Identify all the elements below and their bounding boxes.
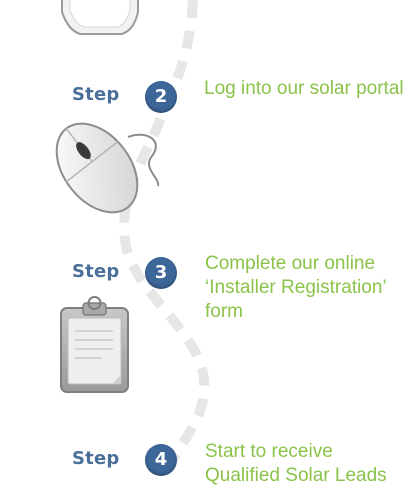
step-4-line-1: Start to receive xyxy=(205,441,333,462)
step-4-description: Start to receive Qualified Solar Leads xyxy=(205,440,387,488)
clipboard-icon xyxy=(60,296,129,393)
mouse-icon xyxy=(55,122,160,214)
step-3-line-1: Complete our online xyxy=(205,253,376,274)
step-3-description: Complete our online ‘Installer Registrat… xyxy=(205,252,387,324)
step-3-line-2: ‘Installer Registration’ xyxy=(205,277,387,298)
step-4-badge: 4 xyxy=(145,444,177,476)
step-3-badge: 3 xyxy=(145,257,177,289)
step-2-label: Step xyxy=(72,84,120,105)
step-4-line-2: Qualified Solar Leads xyxy=(205,465,387,486)
step-2-line-1: Log into our solar portal xyxy=(204,78,404,99)
step-4-label: Step xyxy=(72,448,120,469)
step-3-label: Step xyxy=(72,261,120,282)
shield-icon xyxy=(61,0,139,35)
dashed-path xyxy=(119,0,210,472)
step-2-description: Log into our solar portal xyxy=(204,77,404,101)
step-2-badge: 2 xyxy=(145,81,177,113)
step-3-line-3: form xyxy=(205,301,243,322)
